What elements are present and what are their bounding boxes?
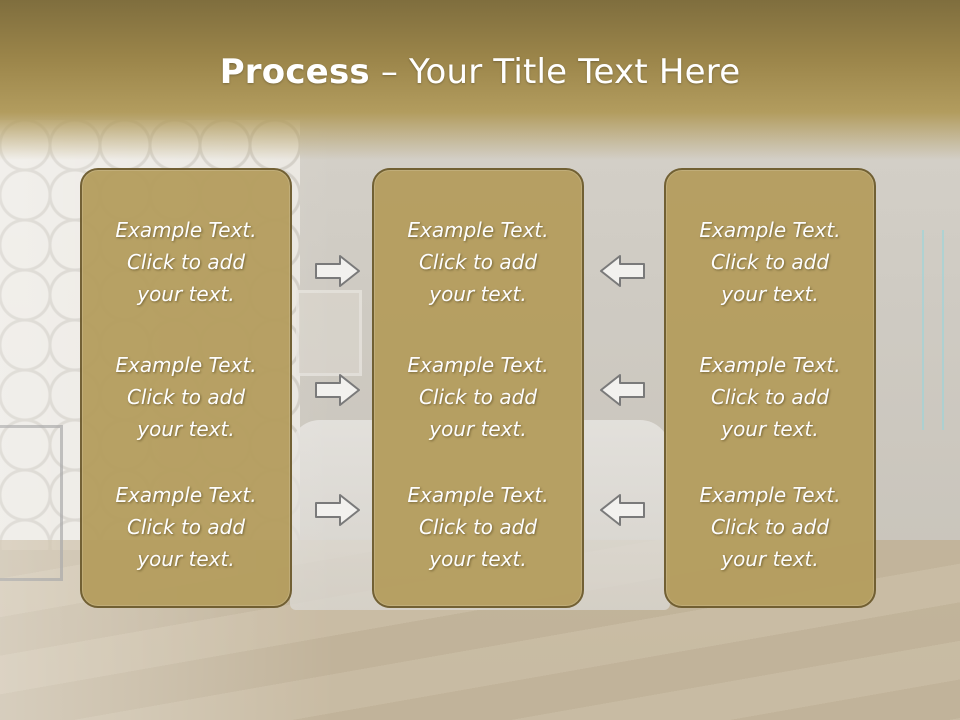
wall-light — [922, 230, 944, 430]
arrow-left-icon — [598, 492, 646, 528]
panel-middle[interactable]: Example Text. Click to add your text. Ex… — [372, 168, 584, 608]
text-line: Example Text. — [407, 353, 549, 377]
text-line: Click to add — [418, 385, 538, 409]
text-line: your text. — [721, 417, 819, 441]
text-line: Example Text. — [115, 218, 257, 242]
arrow-left-icon — [598, 372, 646, 408]
arrow-right-icon — [314, 372, 362, 408]
panel-right[interactable]: Example Text. Click to add your text. Ex… — [664, 168, 876, 608]
wall-picture — [296, 290, 362, 376]
text-line: your text. — [429, 547, 527, 571]
text-line: your text. — [721, 547, 819, 571]
text-line: Click to add — [710, 250, 830, 274]
title-bold: Process — [219, 52, 370, 92]
text-line: Click to add — [710, 385, 830, 409]
text-block[interactable]: Example Text. Click to add your text. — [82, 479, 290, 575]
text-line: your text. — [137, 282, 235, 306]
text-line: Click to add — [710, 515, 830, 539]
text-line: Example Text. — [115, 483, 257, 507]
text-line: Example Text. — [699, 218, 841, 242]
text-line: your text. — [137, 547, 235, 571]
text-line: your text. — [429, 282, 527, 306]
title-band — [0, 0, 960, 160]
text-line: Example Text. — [407, 483, 549, 507]
text-line: Example Text. — [115, 353, 257, 377]
slide-title[interactable]: Process – Your Title Text Here — [0, 52, 960, 92]
text-line: Click to add — [126, 515, 246, 539]
text-line: Example Text. — [699, 353, 841, 377]
text-block[interactable]: Example Text. Click to add your text. — [82, 214, 290, 310]
arrow-left-icon — [598, 253, 646, 289]
panel-left[interactable]: Example Text. Click to add your text. Ex… — [80, 168, 292, 608]
title-rest: – Your Title Text Here — [369, 52, 741, 92]
text-line: Click to add — [126, 250, 246, 274]
arrow-right-icon — [314, 492, 362, 528]
text-block[interactable]: Example Text. Click to add your text. — [374, 214, 582, 310]
text-line: Click to add — [418, 250, 538, 274]
text-line: your text. — [137, 417, 235, 441]
text-block[interactable]: Example Text. Click to add your text. — [666, 479, 874, 575]
text-line: Example Text. — [699, 483, 841, 507]
text-block[interactable]: Example Text. Click to add your text. — [374, 479, 582, 575]
text-block[interactable]: Example Text. Click to add your text. — [374, 349, 582, 445]
text-line: your text. — [721, 282, 819, 306]
arrow-right-icon — [314, 253, 362, 289]
text-line: your text. — [429, 417, 527, 441]
text-block[interactable]: Example Text. Click to add your text. — [666, 214, 874, 310]
text-line: Click to add — [126, 385, 246, 409]
text-block[interactable]: Example Text. Click to add your text. — [82, 349, 290, 445]
text-line: Click to add — [418, 515, 538, 539]
text-line: Example Text. — [407, 218, 549, 242]
leaning-frame — [0, 425, 63, 581]
text-block[interactable]: Example Text. Click to add your text. — [666, 349, 874, 445]
